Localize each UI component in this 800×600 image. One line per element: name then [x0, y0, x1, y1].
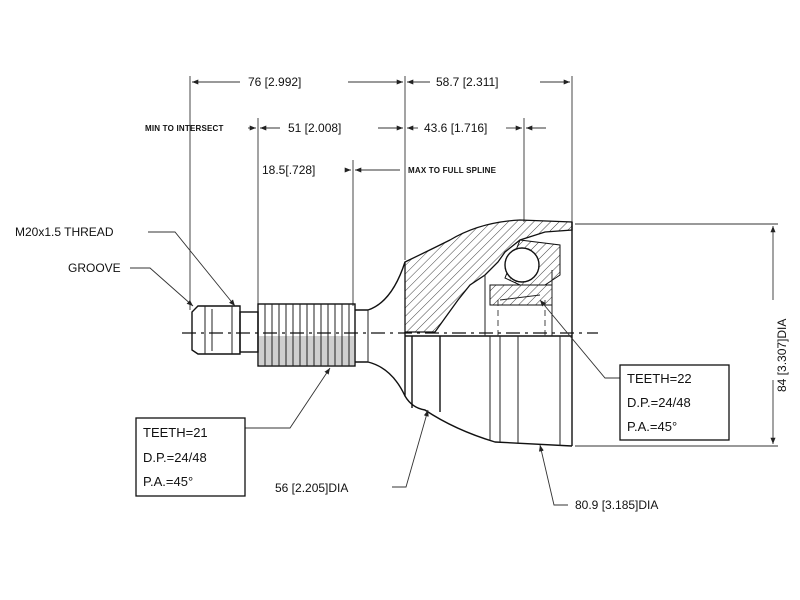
outer-spline-pa: P.A.=45° [143, 474, 193, 489]
dim-seal-dia: 56 [2.205]DIA [275, 481, 348, 495]
leader-lines [130, 231, 620, 506]
dim-spline-length: 18.5[.728] [262, 163, 315, 177]
dim-body-dia: 80.9 [3.185]DIA [575, 498, 658, 512]
shaft [191, 261, 406, 397]
inner-spline-spec-box: TEETH=22 D.P.=24/48 P.A.=45° [619, 364, 730, 441]
extension-lines [189, 76, 778, 447]
dimension-lines [192, 79, 776, 444]
dim-outer-dia: 84 [3.307]DIA [775, 319, 789, 392]
inner-spline-pa: P.A.=45° [627, 419, 677, 434]
inner-spline-teeth: TEETH=22 [627, 371, 692, 386]
dim-overall-body: 58.7 [2.311] [436, 75, 499, 89]
outer-spline-spec-box: TEETH=21 D.P.=24/48 P.A.=45° [135, 417, 246, 497]
label-max-full-spline: MAX TO FULL SPLINE [408, 166, 497, 175]
dim-overall-shaft: 76 [2.992] [248, 75, 301, 89]
inner-spline-dp: D.P.=24/48 [627, 395, 691, 410]
label-min-to-intersect: MIN TO INTERSECT [145, 124, 224, 133]
label-groove: GROOVE [68, 261, 121, 275]
spline-teeth [264, 304, 350, 366]
dim-min-to-intersect: 51 [2.008] [288, 121, 341, 135]
dim-body-to-center: 43.6 [1.716] [424, 121, 487, 135]
joint-body [404, 219, 573, 447]
label-thread: M20x1.5 THREAD [15, 225, 114, 239]
outer-spline-dp: D.P.=24/48 [143, 450, 207, 465]
outer-spline-teeth: TEETH=21 [143, 425, 208, 440]
